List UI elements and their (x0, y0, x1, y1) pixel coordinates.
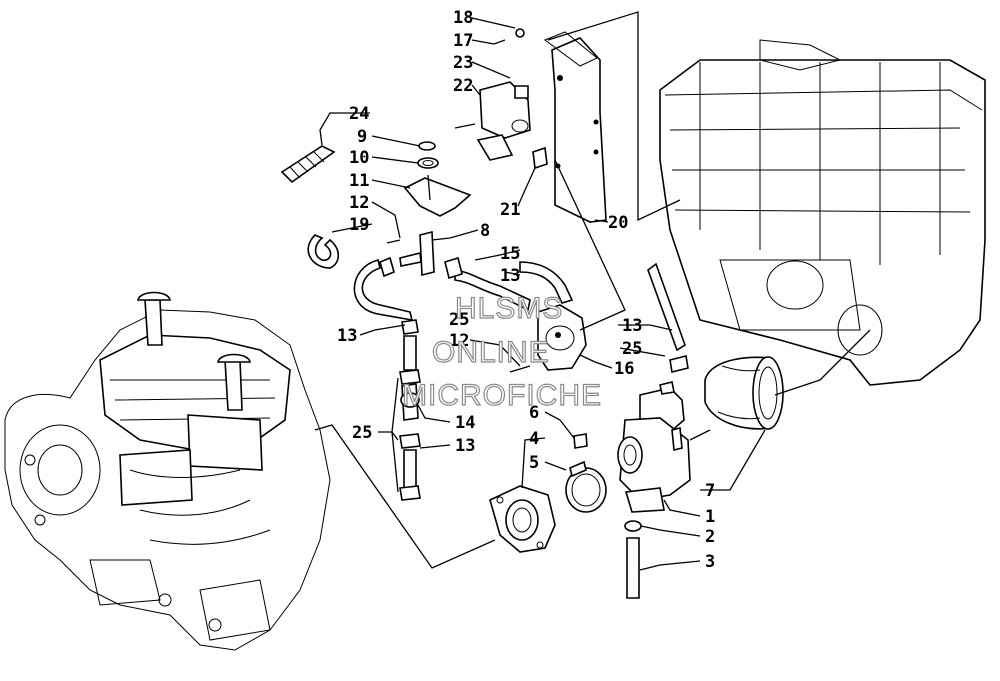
clamp-19 (307, 234, 340, 269)
callout-22: 22 (453, 76, 473, 96)
callout-20: 20 (608, 213, 628, 233)
callout-6: 6 (529, 403, 539, 423)
callout-labels: 18 17 23 22 24 9 10 11 12 19 8 21 20 15 … (337, 8, 715, 572)
callout-13-right: 13 (622, 316, 642, 336)
callout-8: 8 (480, 221, 490, 241)
hose-13-right (647, 262, 686, 352)
clip-21 (532, 146, 548, 170)
callout-14: 14 (455, 413, 475, 433)
callout-13-lower: 13 (455, 436, 475, 456)
callout-18: 18 (453, 8, 473, 28)
callout-25-upper: 25 (449, 310, 469, 330)
callout-13-left: 13 (337, 326, 357, 346)
screw-22 (454, 123, 476, 129)
washer-9 (418, 141, 436, 151)
screw-12 (386, 239, 401, 244)
valve-8 (419, 230, 435, 277)
spring-24 (280, 145, 336, 184)
screw-17 (493, 39, 506, 45)
callout-1: 1 (705, 507, 715, 527)
oring-10 (417, 157, 439, 169)
watermark-line-3: MICROFICHE (402, 379, 602, 412)
callout-25-right: 25 (622, 339, 642, 359)
callout-10: 10 (349, 148, 369, 168)
callout-24: 24 (349, 104, 369, 124)
plug-6 (573, 433, 588, 449)
callout-13-upper: 13 (500, 266, 520, 286)
callout-23: 23 (453, 53, 473, 73)
callout-11: 11 (349, 171, 369, 191)
clamp-25-right (669, 355, 689, 373)
airbox-assembly (659, 39, 986, 386)
fuel-line-assembly (399, 319, 421, 501)
callout-19: 19 (349, 215, 369, 235)
tube-3 (626, 537, 640, 599)
clamp-5 (565, 460, 607, 513)
watermark: HLSMS ONLINE MICROFICHE (401, 291, 602, 412)
plate-11 (403, 177, 472, 217)
callout-5: 5 (529, 453, 539, 473)
callout-17: 17 (453, 31, 473, 51)
hose-15 (519, 261, 574, 304)
mounting-bracket (543, 31, 607, 223)
watermark-line-2: ONLINE (432, 336, 550, 369)
fuel-pump-16 (509, 304, 587, 373)
mount-block (476, 81, 531, 161)
intake-boot-7 (704, 356, 784, 430)
callout-7: 7 (705, 481, 715, 501)
engine-assembly (4, 291, 331, 651)
callout-15: 15 (500, 244, 520, 264)
callout-9: 9 (357, 127, 367, 147)
callout-4: 4 (529, 429, 539, 449)
watermark-line-1: HLSMS (455, 292, 563, 325)
callout-25-left: 25 (352, 423, 372, 443)
carburetor-1 (617, 381, 691, 513)
callout-2: 2 (705, 527, 715, 547)
washer-2 (624, 520, 642, 532)
flange-4 (489, 485, 556, 553)
callout-21: 21 (500, 200, 520, 220)
callout-12-top: 12 (349, 193, 369, 213)
leader-lines (314, 11, 871, 571)
callout-16: 16 (614, 359, 634, 379)
washer-18 (515, 28, 525, 38)
hose-13-upper (454, 269, 531, 312)
callout-12-lower: 12 (449, 331, 469, 351)
hose-13-left (353, 259, 414, 322)
callout-3: 3 (705, 552, 715, 572)
